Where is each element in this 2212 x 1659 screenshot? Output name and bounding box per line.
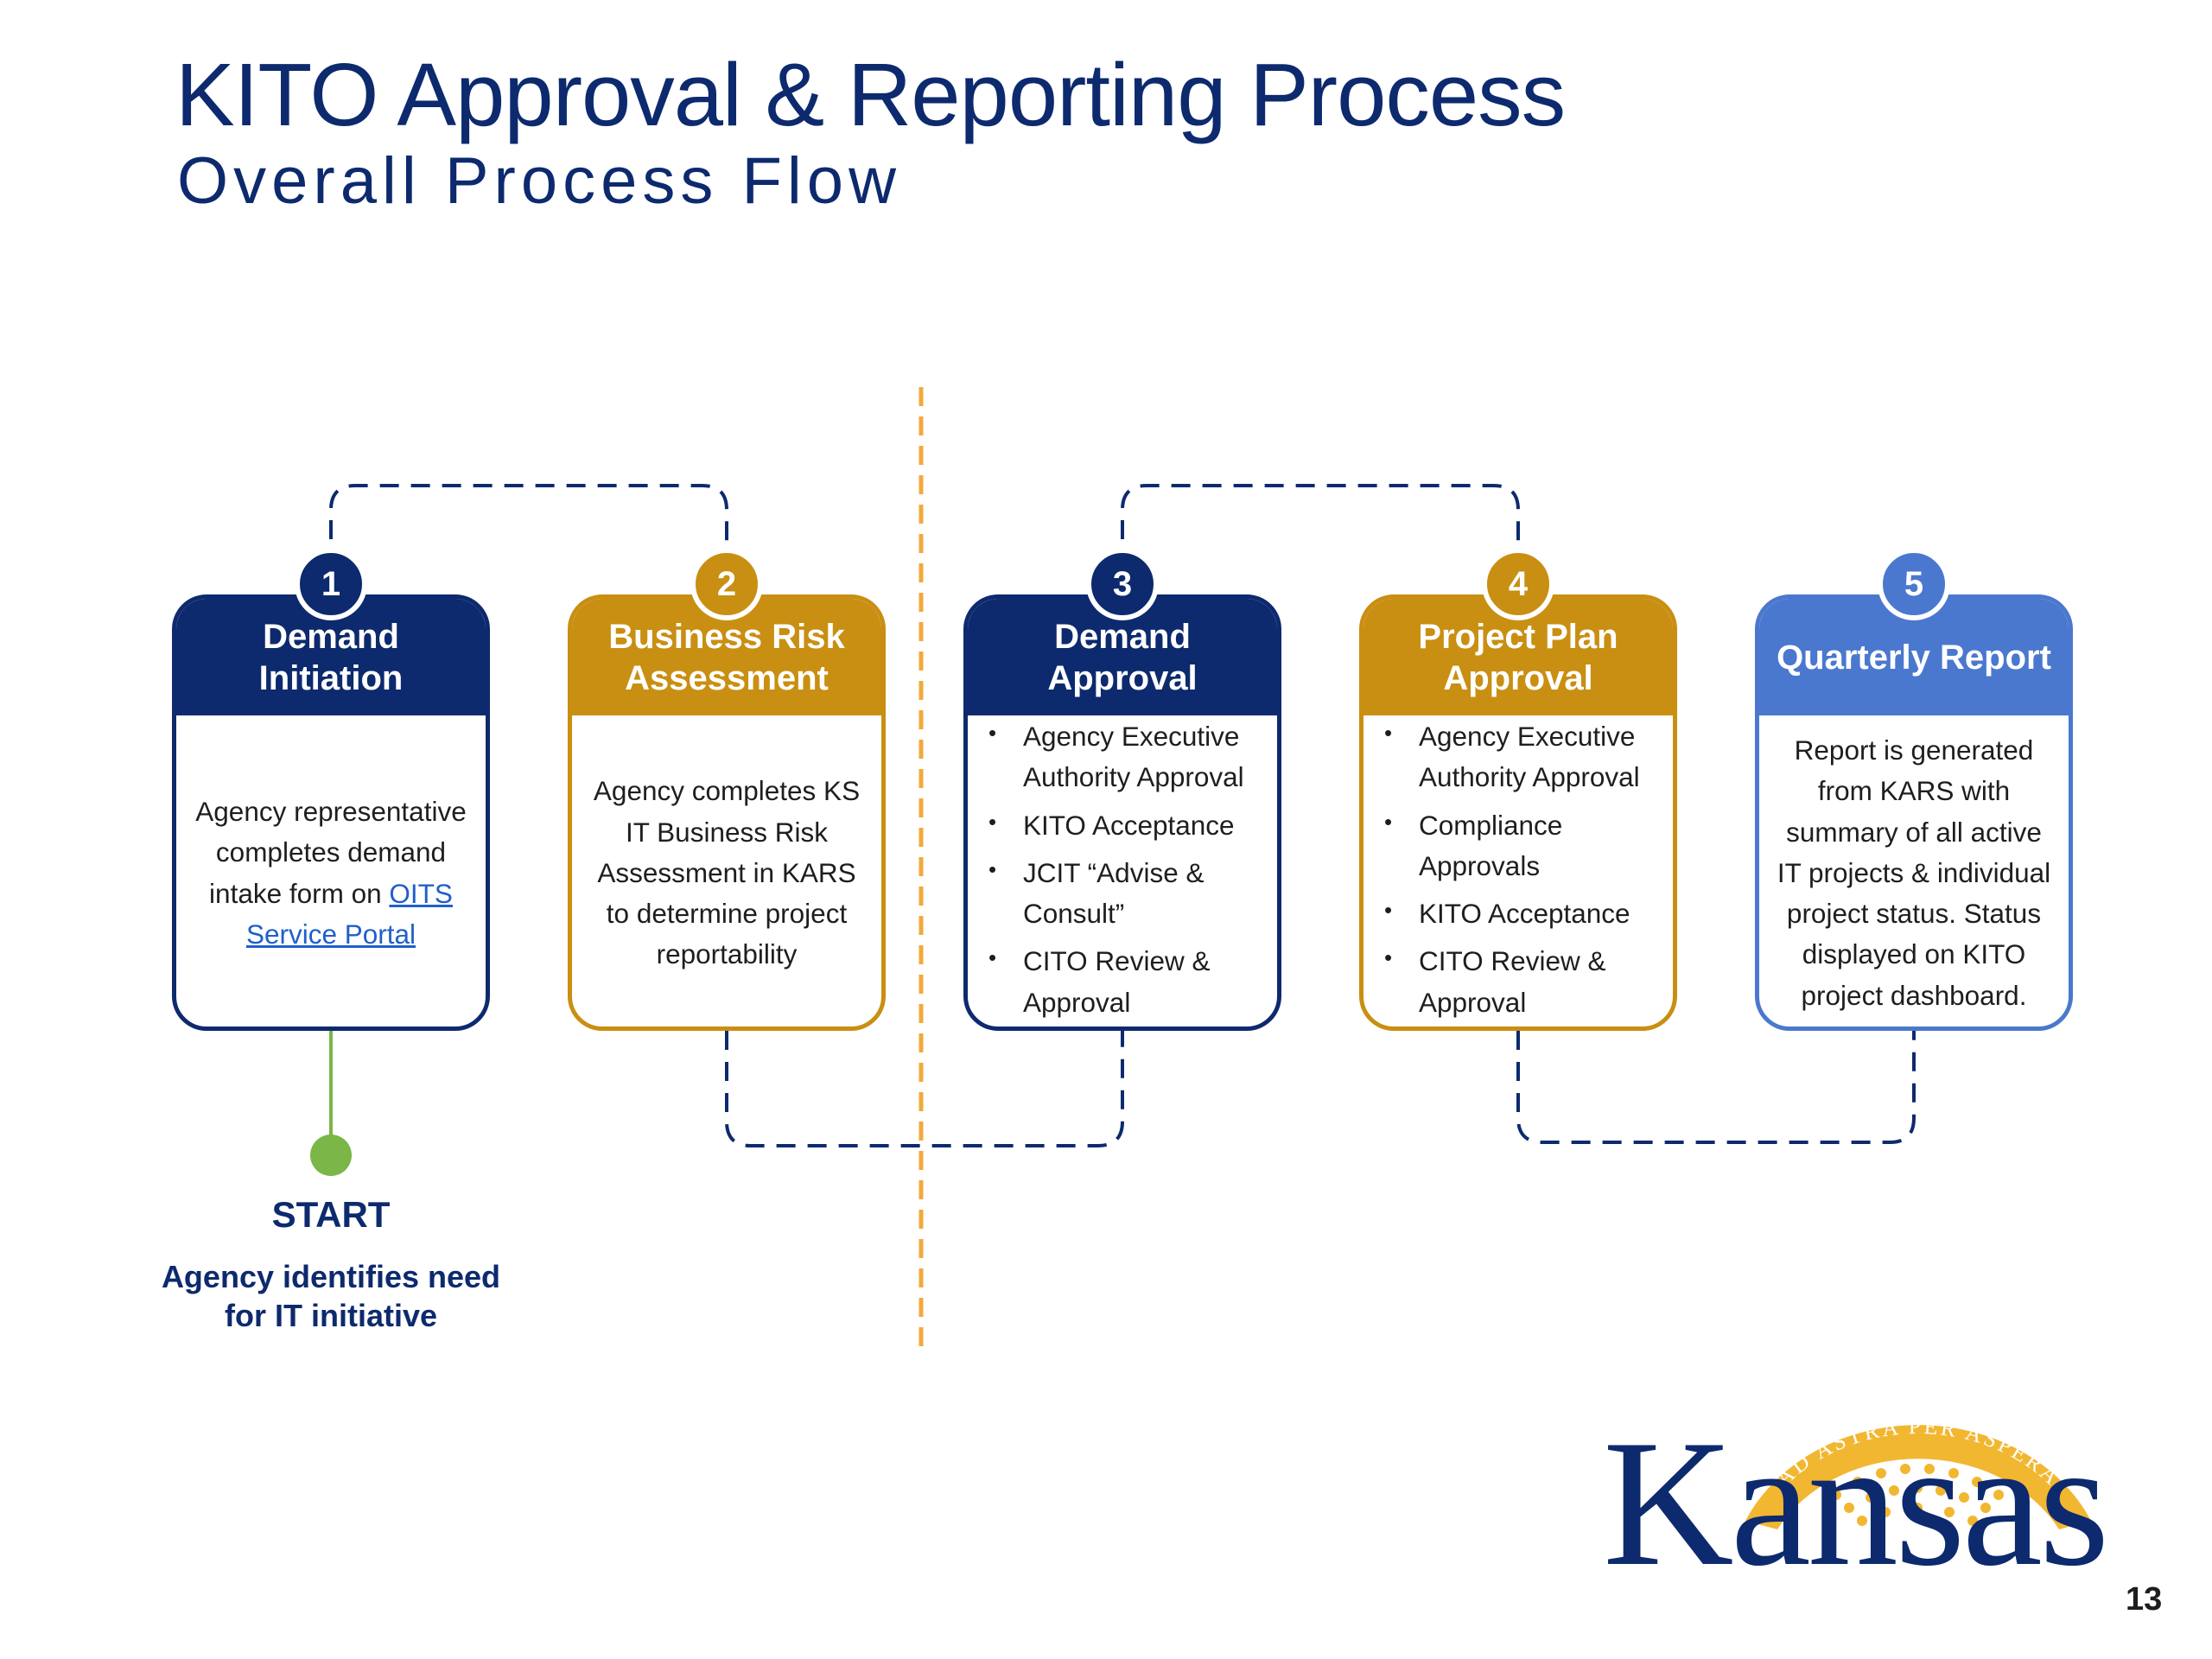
list-item: KITO Acceptance [985,805,1260,846]
step-demand-approval: Demand Approval Agency Executive Authori… [963,594,1281,1031]
step-quarterly-report: Quarterly Report Report is generated fro… [1755,594,2073,1031]
logo-wordmark: Kansas [1603,1403,2110,1604]
step-demand-initiation: Demand Initiation Agency representative … [172,594,490,1031]
step-1-body: Agency representative completes demand i… [176,715,486,1027]
start-dot [310,1135,352,1176]
sunflower-arc-icon: AD ASTRA PER ASPERA [1745,1414,2091,1529]
start-description: Agency identifies need for IT initiative [161,1259,501,1333]
step-3-body: Agency Executive Authority Approval KITO… [968,715,1277,1027]
list-item: JCIT “Advise & Consult” [985,853,1260,935]
list-item: CITO Review & Approval [985,941,1260,1023]
step-2-badge: 2 [690,548,763,620]
page-title: KITO Approval & Reporting Process [175,45,1566,144]
page-number: 13 [2126,1581,2163,1618]
connector-3-4 [1121,484,1520,570]
step-project-plan-approval: Project Plan Approval Agency Executive A… [1359,594,1677,1031]
step-3-bullet-list: Agency Executive Authority Approval KITO… [985,716,1260,1027]
connector-2-3 [725,1031,1124,1147]
list-item: Compliance Approvals [1381,805,1656,887]
step-4-bullet-list: Agency Executive Authority Approval Comp… [1381,716,1656,1027]
step-business-risk-assessment: Business Risk Assessment Agency complete… [568,594,886,1031]
step-3-badge: 3 [1086,548,1159,620]
list-item: KITO Acceptance [1381,893,1656,934]
step-1-body-text: Agency representative completes demand i… [195,796,467,909]
start-label: START [271,1194,391,1235]
list-item: Agency Executive Authority Approval [1381,716,1656,798]
connector-4-5 [1516,1031,1916,1144]
list-item: CITO Review & Approval [1381,941,1656,1023]
step-4-body: Agency Executive Authority Approval Comp… [1363,715,1673,1027]
step-5-body: Report is generated from KARS with summa… [1759,715,2069,1027]
oits-service-portal-link[interactable]: OITS Service Portal [245,877,453,950]
list-item: Agency Executive Authority Approval [985,716,1260,798]
step-2-body: Agency completes KS IT Business Risk Ass… [572,715,881,1027]
step-1-badge: 1 [295,548,367,620]
step-2-body-text: Agency completes KS IT Business Risk Ass… [593,775,861,970]
kansas-logo: AD ASTRA PER ASPERA Kansas [1603,1344,2110,1604]
step-5-badge: 5 [1878,548,1950,620]
step-5-body-text: Report is generated from KARS with summa… [1777,734,2051,1011]
page-subtitle: Overall Process Flow [177,144,901,218]
connector-1-2 [329,484,728,570]
step-4-badge: 4 [1482,548,1554,620]
